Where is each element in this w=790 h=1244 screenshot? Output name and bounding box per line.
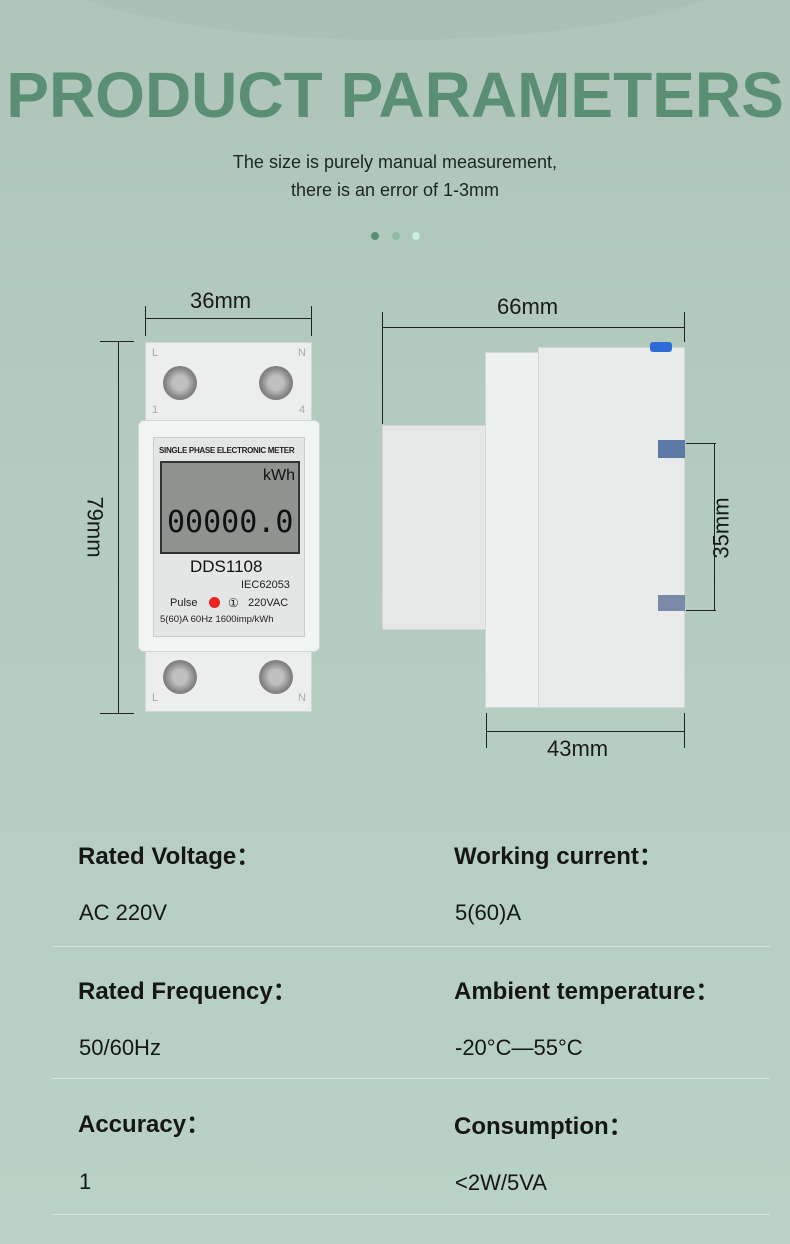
dim-tick [486, 713, 487, 748]
param-label: Working current： [454, 843, 663, 870]
meter-voltage: 220VAC [248, 597, 289, 609]
measurement-note-line2: there is an error of 1-3mm [290, 180, 500, 200]
param-label: Consumption： [454, 1113, 633, 1140]
terminal-l: L [152, 347, 159, 359]
dim-tick [686, 443, 716, 444]
lcd-display: kWh 00000.0 [160, 461, 300, 554]
body-dimension-line [486, 731, 685, 732]
terminal-n: N [298, 347, 306, 359]
dim-tick [686, 610, 716, 611]
param-value: 5(60)A [455, 900, 522, 925]
terminal-n: N [298, 692, 306, 704]
param-value: 50/60Hz [79, 1035, 161, 1060]
meter-label: SINGLE PHASE ELECTRONIC METER [159, 446, 295, 455]
param-value: -20°C—55°C [455, 1035, 583, 1060]
depth-dimension-line [382, 327, 685, 328]
dim-tick [100, 341, 134, 342]
terminal-4: 4 [299, 404, 306, 416]
param-label: Rated Frequency： [78, 978, 297, 1005]
divider [52, 946, 770, 947]
param-value: <2W/5VA [455, 1170, 547, 1195]
meter-model: DDS1108 [190, 557, 263, 576]
height-label: 79mm [82, 496, 108, 558]
accuracy-class: ① [228, 596, 239, 610]
height-dimension-line [118, 341, 119, 713]
pulse-led [209, 597, 220, 608]
param-label: Ambient temperature： [454, 978, 720, 1005]
body-label: 43mm [547, 736, 609, 761]
param-value: 1 [79, 1169, 92, 1194]
param-label: Accuracy： [78, 1111, 211, 1138]
divider [52, 1214, 770, 1215]
width-dimension-line [145, 318, 312, 319]
lcd-reading: 00000.0 [167, 505, 294, 540]
pulse-label: Pulse [170, 597, 198, 609]
param-value: AC 220V [79, 900, 168, 925]
screw-terminal [259, 660, 293, 694]
dim-tick [145, 306, 146, 336]
dim-tick [684, 312, 685, 342]
measurement-note-line1: The size is purely manual measurement, [232, 152, 558, 172]
meter-specs: 5(60)A 60Hz 1600imp/kWh [160, 614, 274, 625]
page-title: PRODUCT PARAMETERS [6, 59, 784, 131]
width-label: 36mm [190, 288, 252, 313]
terminal-l: L [152, 692, 159, 704]
dim-tick [382, 312, 383, 424]
carousel-dot [371, 232, 379, 240]
screw-terminal [259, 366, 293, 400]
dim-tick [100, 713, 134, 714]
lcd-unit: kWh [263, 467, 295, 484]
screw-terminal [163, 660, 197, 694]
dim-tick [311, 306, 312, 336]
terminal-1: 1 [152, 404, 159, 416]
background-arc [0, 0, 790, 40]
rail-label: 35mm [708, 497, 734, 559]
carousel-dot [392, 232, 400, 240]
divider [52, 1078, 770, 1079]
rail-dimension-line [714, 443, 715, 611]
dim-tick [684, 713, 685, 748]
depth-label: 66mm [497, 294, 559, 319]
meter-standard: IEC62053 [241, 579, 290, 591]
screw-terminal [163, 366, 197, 400]
carousel-dot [412, 232, 420, 240]
param-label: Rated Voltage： [78, 843, 261, 870]
